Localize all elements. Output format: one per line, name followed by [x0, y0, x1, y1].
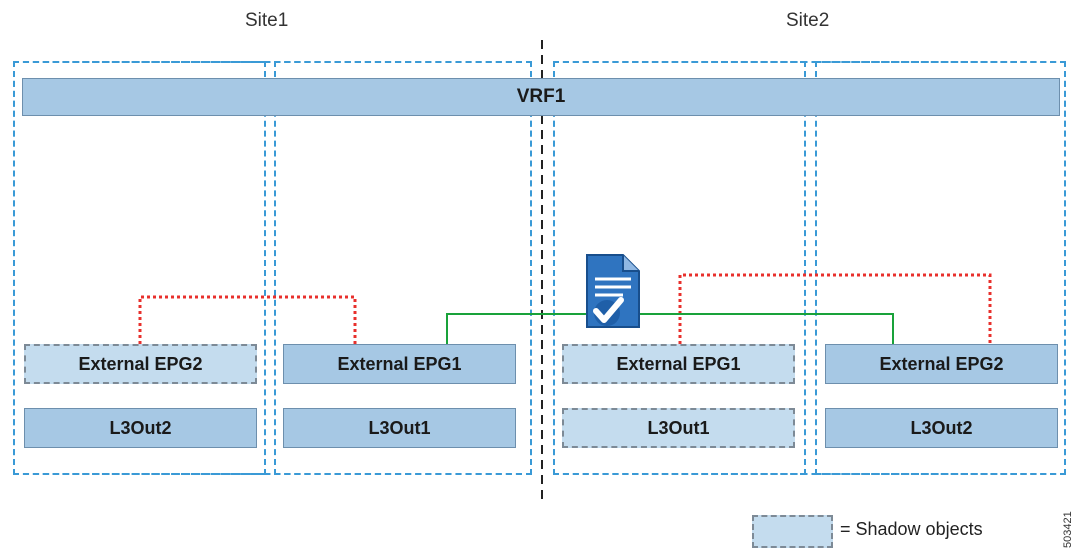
- site1-l3out2-column: [13, 61, 266, 475]
- site1-l3out2: L3Out2: [24, 408, 257, 448]
- site2-label: Site2: [786, 10, 830, 31]
- site2-external-epg2: External EPG2: [825, 344, 1058, 384]
- site2-external-epg1-shadow: External EPG1: [562, 344, 795, 384]
- legend-shadow-swatch: [752, 515, 833, 548]
- contract-document-icon: [586, 254, 640, 328]
- site2-l3out1-shadow: L3Out1: [562, 408, 795, 448]
- contract-line: [446, 313, 894, 344]
- site1-external-epg1: External EPG1: [283, 344, 516, 384]
- site1-label: Site1: [245, 10, 289, 31]
- site2-l3out2-column: [815, 61, 1066, 475]
- site2-l3out1-column: [553, 61, 806, 475]
- site1-l3out1: L3Out1: [283, 408, 516, 448]
- vrf-bar: VRF1: [22, 78, 1060, 116]
- site1-external-epg2-shadow: External EPG2: [24, 344, 257, 384]
- site2-shadow-link: [678, 273, 992, 344]
- legend-text: = Shadow objects: [840, 519, 983, 539]
- site2-l3out2: L3Out2: [825, 408, 1058, 448]
- site1-l3out1-column: [274, 61, 532, 475]
- figure-id: 503421: [1062, 511, 1074, 548]
- site1-shadow-link: [138, 295, 357, 344]
